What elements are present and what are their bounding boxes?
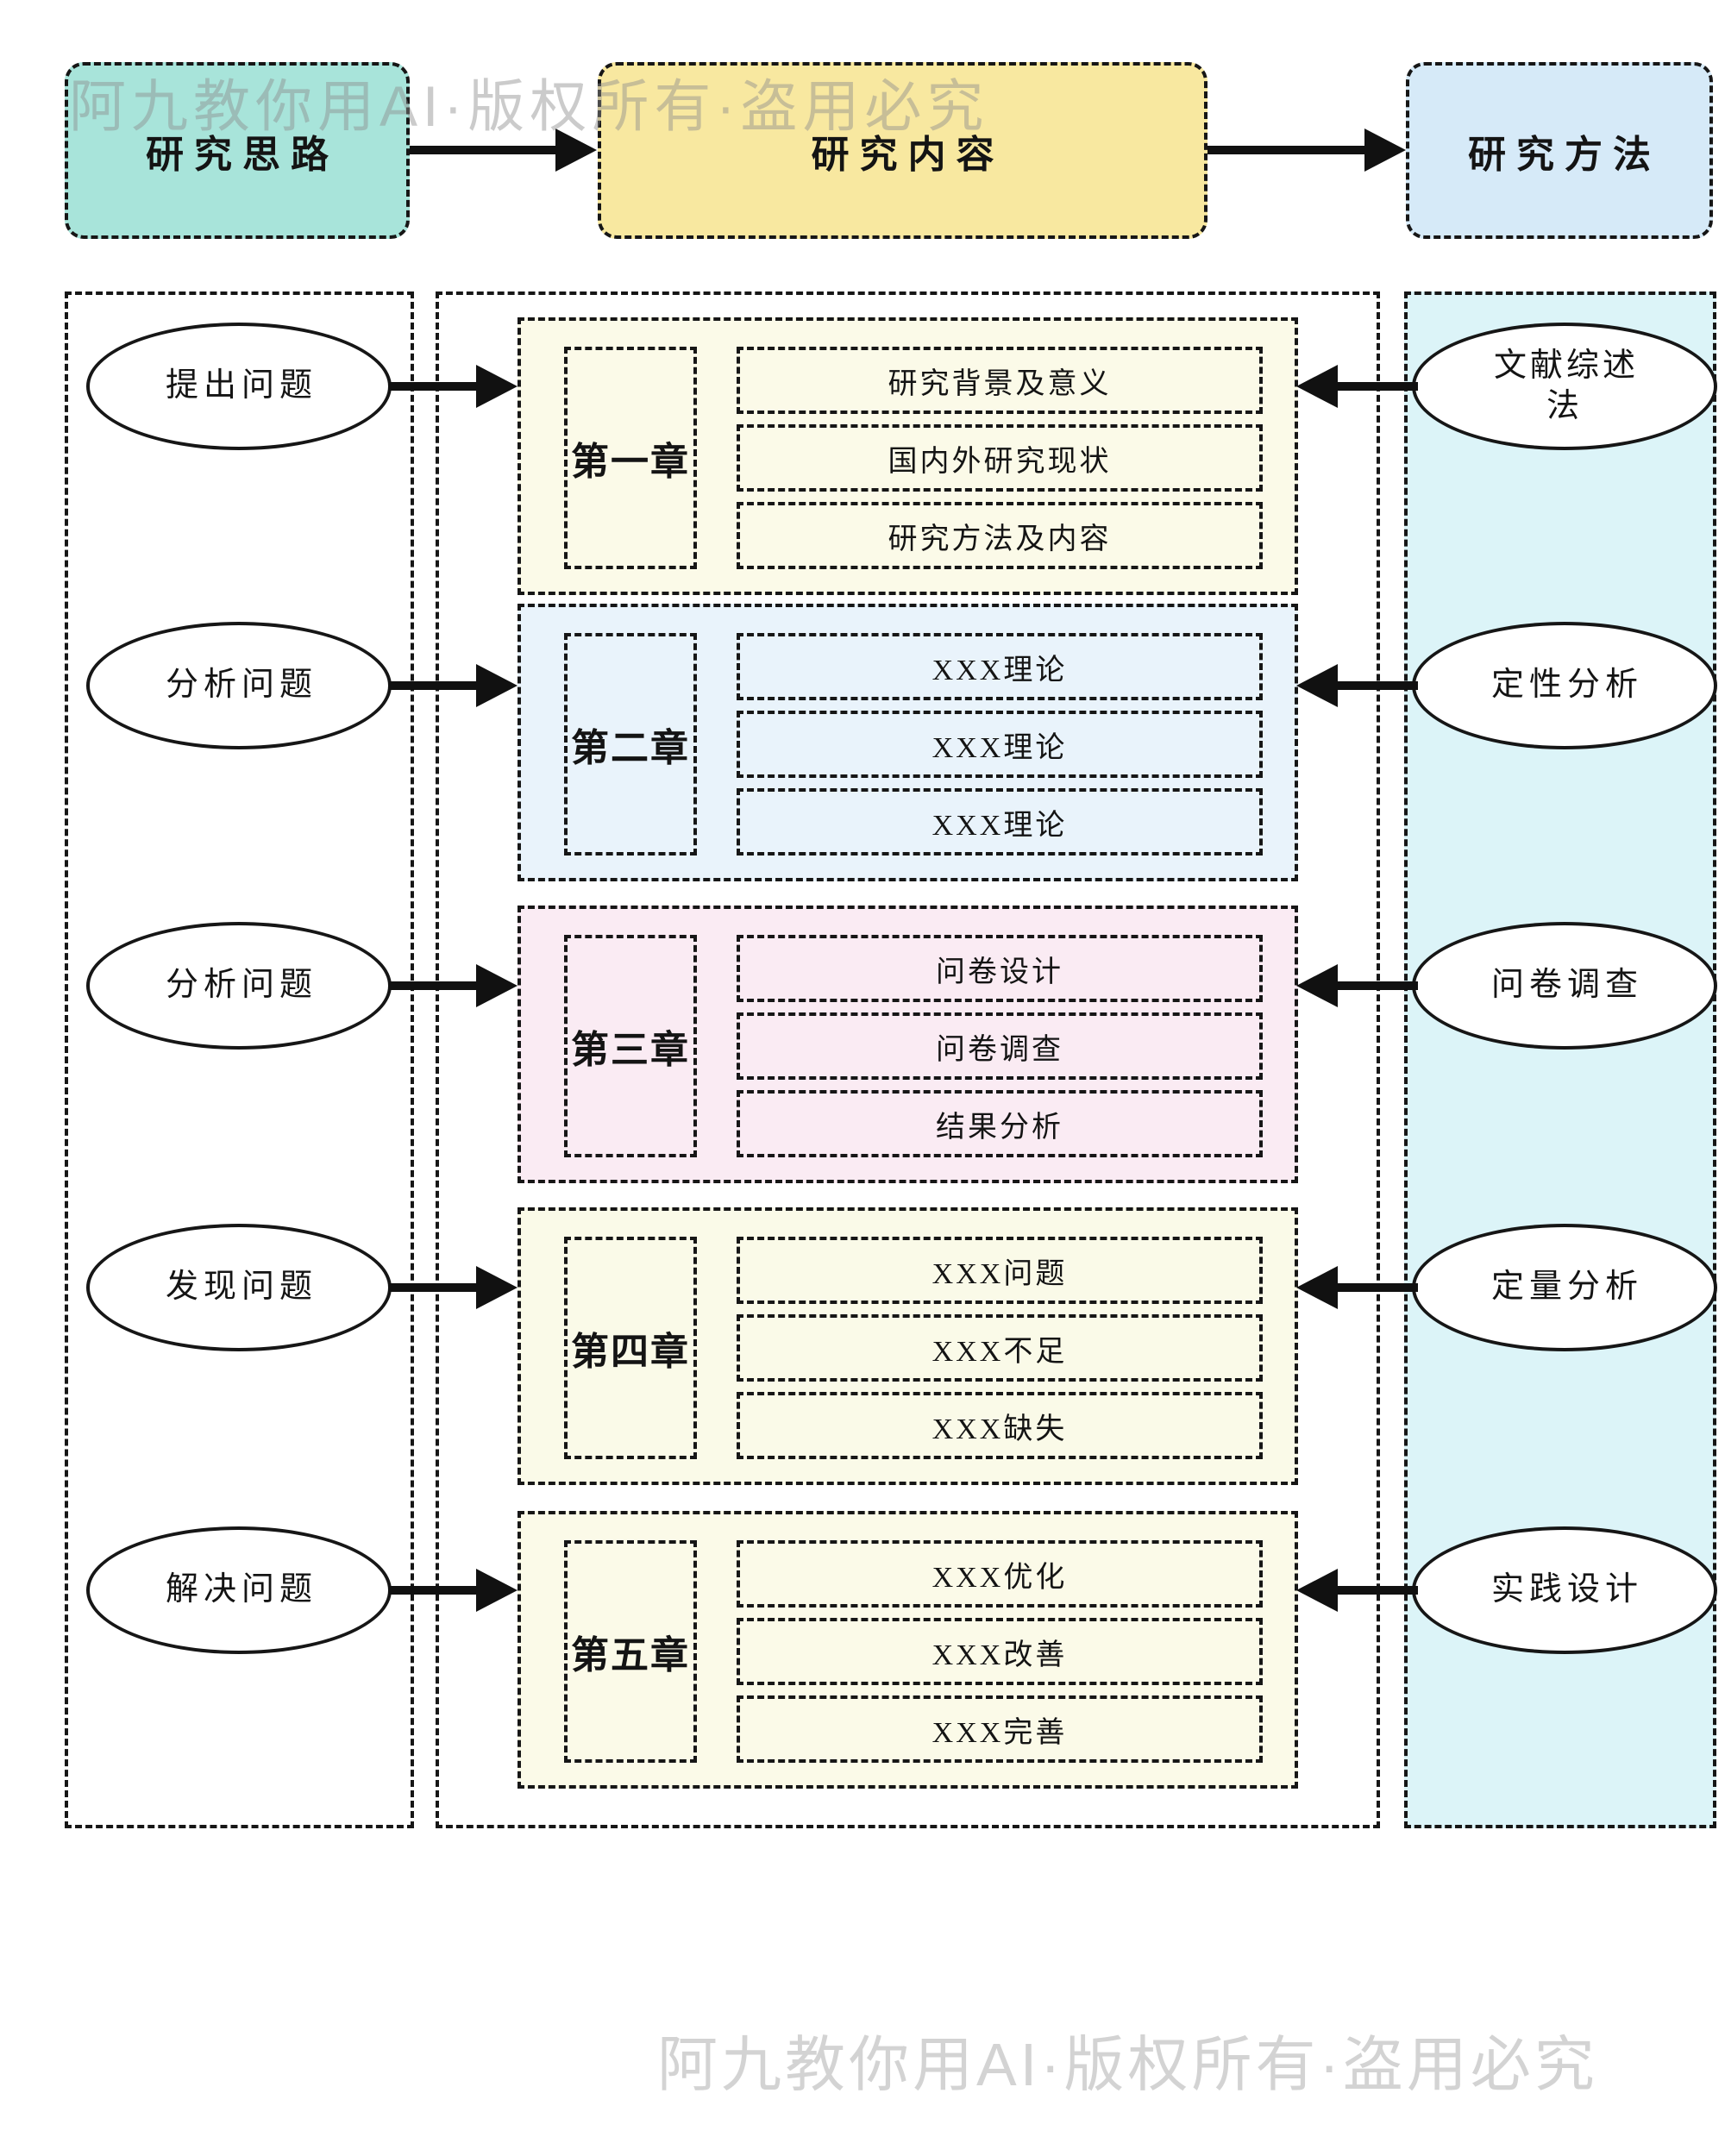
method-ellipse: 定量分析 (1412, 1224, 1717, 1351)
arrow-right-icon (555, 128, 597, 172)
chapter-row-label: XXX完善 (932, 1716, 1068, 1749)
arrow-left-icon (1336, 1283, 1418, 1292)
chapter-row-label: XXX理论 (932, 809, 1068, 842)
chapter-title-box: 第五章 (564, 1540, 697, 1763)
process-ellipse: 分析问题 (86, 922, 392, 1050)
process-label: 解决问题 (165, 1571, 317, 1608)
header-node-research-content: 研究内容 (598, 62, 1208, 239)
arrow-right-icon (388, 1283, 480, 1292)
chapter-row-label: 研究背景及意义 (888, 367, 1112, 400)
chapter-row-label: 研究方法及内容 (888, 523, 1112, 555)
arrow-left-icon (1296, 964, 1338, 1007)
chapter-row: 研究背景及意义 (737, 347, 1263, 414)
process-ellipse: 发现问题 (86, 1224, 392, 1351)
header-node-label: 研究内容 (811, 133, 1005, 176)
arrow-right-icon (476, 1266, 518, 1309)
chapter-row-label: XXX缺失 (932, 1413, 1068, 1445)
arrow-right-icon (476, 664, 518, 707)
arrow-left-icon (1336, 382, 1418, 391)
chapter-row-label: XXX理论 (932, 654, 1068, 686)
watermark-bottom: 阿九教你用AI·版权所有·盗用必究 (657, 2031, 1598, 2098)
process-ellipse: 分析问题 (86, 622, 392, 749)
chapter-block-5: 第五章 XXX优化 XXX改善 XXX完善 (518, 1511, 1298, 1789)
method-ellipse: 文献综述法 (1412, 323, 1717, 450)
chapter-row: XXX问题 (737, 1237, 1263, 1304)
arrow-left-icon (1336, 981, 1418, 990)
chapter-row-label: 问卷调查 (936, 1033, 1063, 1066)
chapter-row: 国内外研究现状 (737, 424, 1263, 492)
chapter-title: 第三章 (571, 1029, 690, 1071)
method-ellipse: 实践设计 (1412, 1526, 1717, 1654)
chapter-row: XXX优化 (737, 1540, 1263, 1608)
arrow-right-icon (1208, 146, 1366, 154)
chapter-row-label: 结果分析 (936, 1111, 1063, 1144)
arrow-right-icon (1364, 128, 1406, 172)
chapter-row: XXX理论 (737, 711, 1263, 778)
arrow-right-icon (388, 1586, 480, 1595)
chapter-row: XXX缺失 (737, 1392, 1263, 1459)
chapter-title: 第四章 (571, 1331, 690, 1373)
process-label: 发现问题 (165, 1269, 317, 1306)
chapter-row-label: XXX理论 (932, 731, 1068, 764)
chapter-row-label: XXX优化 (932, 1561, 1068, 1594)
method-ellipse: 问卷调查 (1412, 922, 1717, 1050)
chapter-row: 问卷调查 (737, 1012, 1263, 1080)
header-node-label: 研究方法 (1468, 133, 1661, 176)
process-ellipse: 提出问题 (86, 323, 392, 450)
process-label: 分析问题 (165, 667, 317, 704)
chapter-title: 第一章 (571, 441, 690, 483)
method-label: 文献综述法 (1493, 347, 1639, 425)
arrow-right-icon (388, 681, 480, 690)
chapter-title-box: 第四章 (564, 1237, 697, 1459)
arrow-right-icon (476, 1569, 518, 1612)
chapter-block-3: 第三章 问卷设计 问卷调查 结果分析 (518, 906, 1298, 1183)
chapter-row-label: XXX改善 (932, 1639, 1068, 1671)
process-label: 分析问题 (165, 967, 317, 1004)
process-label: 提出问题 (165, 367, 317, 404)
method-label: 定量分析 (1490, 1269, 1643, 1306)
chapter-block-4: 第四章 XXX问题 XXX不足 XXX缺失 (518, 1207, 1298, 1485)
chapter-row: 结果分析 (737, 1090, 1263, 1157)
chapter-row-label: XXX问题 (932, 1257, 1068, 1290)
method-label: 问卷调查 (1490, 967, 1643, 1004)
chapter-title-box: 第二章 (564, 633, 697, 856)
arrow-left-icon (1296, 1266, 1338, 1309)
arrow-left-icon (1296, 365, 1338, 408)
chapter-block-1: 第一章 研究背景及意义 国内外研究现状 研究方法及内容 (518, 317, 1298, 595)
chapter-row-label: XXX不足 (932, 1335, 1068, 1368)
chapter-title: 第二章 (571, 727, 690, 769)
chapter-row: XXX理论 (737, 788, 1263, 856)
arrow-left-icon (1296, 1569, 1338, 1612)
chapter-row: 研究方法及内容 (737, 502, 1263, 569)
chapter-row-label: 国内外研究现状 (888, 445, 1112, 478)
arrow-left-icon (1336, 681, 1418, 690)
arrow-right-icon (476, 964, 518, 1007)
arrow-left-icon (1336, 1586, 1418, 1595)
chapter-block-2: 第二章 XXX理论 XXX理论 XXX理论 (518, 604, 1298, 881)
header-node-research-approach: 研究思路 (65, 62, 410, 239)
chapter-title-box: 第三章 (564, 935, 697, 1157)
chapter-title: 第五章 (571, 1634, 690, 1677)
chapter-row: XXX改善 (737, 1618, 1263, 1685)
chapter-row: XXX完善 (737, 1695, 1263, 1763)
chapter-title-box: 第一章 (564, 347, 697, 569)
arrow-right-icon (410, 146, 559, 154)
chapter-row: XXX不足 (737, 1314, 1263, 1382)
method-label: 定性分析 (1490, 667, 1643, 704)
arrow-right-icon (388, 981, 480, 990)
method-label: 实践设计 (1490, 1571, 1643, 1608)
header-node-label: 研究思路 (146, 133, 339, 176)
arrow-right-icon (388, 382, 480, 391)
header-node-research-method: 研究方法 (1406, 62, 1713, 239)
chapter-row-label: 问卷设计 (936, 956, 1063, 988)
chapter-row: XXX理论 (737, 633, 1263, 700)
arrow-right-icon (476, 365, 518, 408)
process-ellipse: 解决问题 (86, 1526, 392, 1654)
method-ellipse: 定性分析 (1412, 622, 1717, 749)
chapter-row: 问卷设计 (737, 935, 1263, 1002)
arrow-left-icon (1296, 664, 1338, 707)
